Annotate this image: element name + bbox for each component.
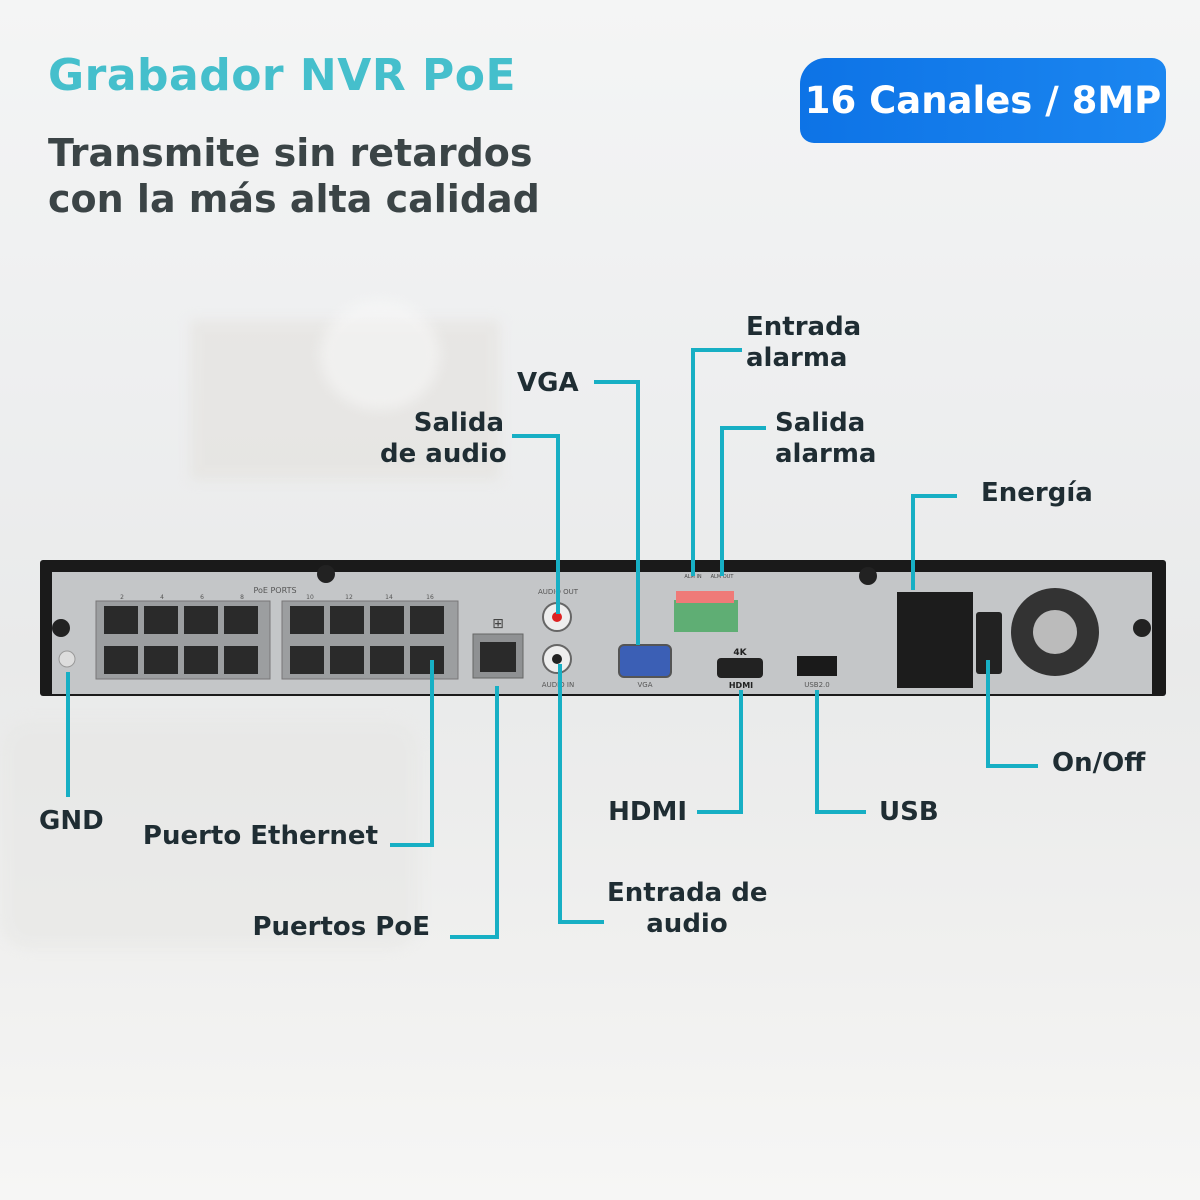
label-line: alarma: [775, 439, 877, 469]
vga-label: VGA: [637, 681, 652, 689]
leader-hdmi: [697, 690, 743, 814]
ethernet-port-socket: [480, 642, 516, 672]
alm-in-label: ALM IN: [684, 574, 702, 580]
port-number: 6: [200, 594, 204, 601]
subtitle-line-1: Transmite sin retardos: [48, 131, 533, 175]
poe-port: [144, 646, 178, 674]
poe-port: [410, 606, 444, 634]
leader-puerto-ethernet: [390, 660, 434, 847]
leader-vga: [594, 380, 640, 645]
label-puertos-poe: Puertos PoE: [252, 912, 430, 942]
audio-in-jack-center: [552, 654, 562, 664]
leader-entrada-alarma: [691, 348, 742, 576]
background-lamp: [320, 300, 440, 410]
label-salida-alarma: Salida alarma: [775, 408, 876, 470]
poe-port: [290, 646, 324, 674]
poe-port: [104, 646, 138, 674]
audio-out-jack-center: [552, 612, 562, 622]
hdmi-4k-label: 4K: [733, 648, 747, 658]
network-icon: ⊞: [492, 616, 504, 632]
usb-port: [797, 656, 837, 676]
screw-icon: [859, 567, 877, 585]
power-socket: [897, 592, 973, 688]
label-line: audio: [646, 909, 728, 939]
page-title: Grabador NVR PoE: [48, 50, 517, 101]
leader-salida-audio: [512, 434, 560, 614]
leader-puertos-poe: [450, 686, 499, 939]
poe-port: [104, 606, 138, 634]
port-number: 2: [120, 594, 124, 601]
power-switch: [976, 612, 1002, 674]
poe-port: [290, 606, 324, 634]
poe-port: [144, 606, 178, 634]
port-number: 4: [160, 594, 164, 601]
port-number: 8: [240, 594, 244, 601]
leader-usb: [815, 690, 866, 814]
leader-energia: [911, 494, 957, 590]
label-line: Salida: [775, 408, 866, 438]
leader-on-off: [986, 660, 1038, 768]
alm-out-label: ALM OUT: [711, 574, 735, 580]
label-on-off: On/Off: [1052, 748, 1146, 778]
poe-port: [330, 606, 364, 634]
port-numbers: 2 4 6 8 10 12 14 16: [120, 594, 434, 601]
port-number: 16: [426, 594, 434, 601]
screw-icon: [1133, 619, 1151, 637]
alarm-terminal-block: [674, 600, 738, 632]
leader-lines: [66, 348, 1038, 939]
label-entrada-audio: Entrada de audio: [607, 878, 768, 940]
label-hdmi: HDMI: [608, 797, 687, 827]
label-line: Entrada: [746, 312, 862, 342]
poe-port: [330, 646, 364, 674]
label-line: Salida: [413, 408, 504, 438]
screw-icon: [52, 619, 70, 637]
channels-badge: 16 Canales / 8MP: [800, 58, 1166, 143]
port-number: 12: [345, 594, 353, 601]
label-entrada-alarma: Entrada alarma: [746, 312, 861, 374]
label-usb: USB: [879, 797, 939, 827]
label-gnd: GND: [39, 806, 104, 836]
poe-ports: [104, 606, 444, 674]
poe-port: [410, 646, 444, 674]
port-number: 10: [306, 594, 314, 601]
label-vga: VGA: [517, 368, 579, 398]
poe-port: [370, 646, 404, 674]
subtitle-line-2: con la más alta calidad: [48, 177, 540, 221]
poe-port: [224, 606, 258, 634]
subtitle: Transmite sin retardos con la más alta c…: [48, 130, 540, 222]
leader-entrada-audio: [558, 664, 604, 924]
vga-port: [618, 644, 672, 678]
label-salida-audio: Salida de audio: [380, 408, 507, 470]
label-puerto-ethernet: Puerto Ethernet: [142, 821, 378, 851]
poe-port: [184, 606, 218, 634]
gnd-terminal: [58, 650, 76, 668]
poe-port: [224, 646, 258, 674]
poe-ports-label: PoE PORTS: [253, 586, 296, 595]
fan-hub: [1033, 610, 1077, 654]
port-number: 14: [385, 594, 393, 601]
hdmi-port: [717, 658, 763, 678]
label-line: de audio: [380, 439, 507, 469]
label-energia: Energía: [981, 478, 1093, 508]
alarm-terminal-tabs: [676, 591, 734, 603]
label-line: Entrada de: [607, 878, 768, 908]
hdmi-label: HDMI: [729, 681, 753, 690]
screw-icon: [317, 565, 335, 583]
leader-salida-alarma: [720, 426, 766, 576]
usb-label: USB2.0: [804, 681, 830, 689]
label-line: alarma: [746, 343, 848, 373]
poe-port: [370, 606, 404, 634]
poe-port: [184, 646, 218, 674]
